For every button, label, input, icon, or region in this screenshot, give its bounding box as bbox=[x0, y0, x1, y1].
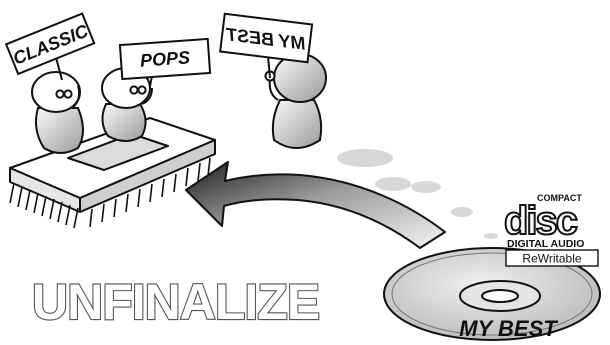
trail-blob bbox=[451, 207, 473, 217]
cd-rw-logo: COMPACT disc DIGITAL AUDIO ReWritable bbox=[504, 193, 598, 266]
eye-icon bbox=[138, 86, 145, 93]
headline: UNFINALIZE bbox=[32, 274, 319, 330]
logo-disc: disc bbox=[504, 199, 578, 243]
eye-icon bbox=[130, 86, 137, 93]
trail-blob bbox=[337, 149, 393, 167]
character-body bbox=[102, 104, 145, 141]
logo-digital-audio: DIGITAL AUDIO bbox=[507, 238, 584, 250]
sign-pops: POPS bbox=[120, 39, 210, 79]
eye-icon bbox=[64, 90, 71, 97]
eye-icon bbox=[56, 90, 63, 97]
character-mybest bbox=[266, 54, 327, 148]
trail-blob bbox=[375, 177, 411, 191]
logo-rewritable: ReWritable bbox=[522, 252, 581, 266]
trail-blob bbox=[411, 181, 441, 193]
disc-hole bbox=[482, 290, 518, 302]
disc-label: MY BEST bbox=[459, 316, 558, 341]
sign-pops-label: POPS bbox=[139, 47, 190, 70]
trail-blob bbox=[484, 233, 498, 239]
sign-mybest: MY BEST bbox=[220, 14, 312, 62]
transfer-arrow bbox=[186, 162, 445, 248]
character-body bbox=[273, 100, 321, 148]
sign-classic: CLASSIC bbox=[6, 14, 94, 74]
character-body bbox=[36, 108, 83, 153]
